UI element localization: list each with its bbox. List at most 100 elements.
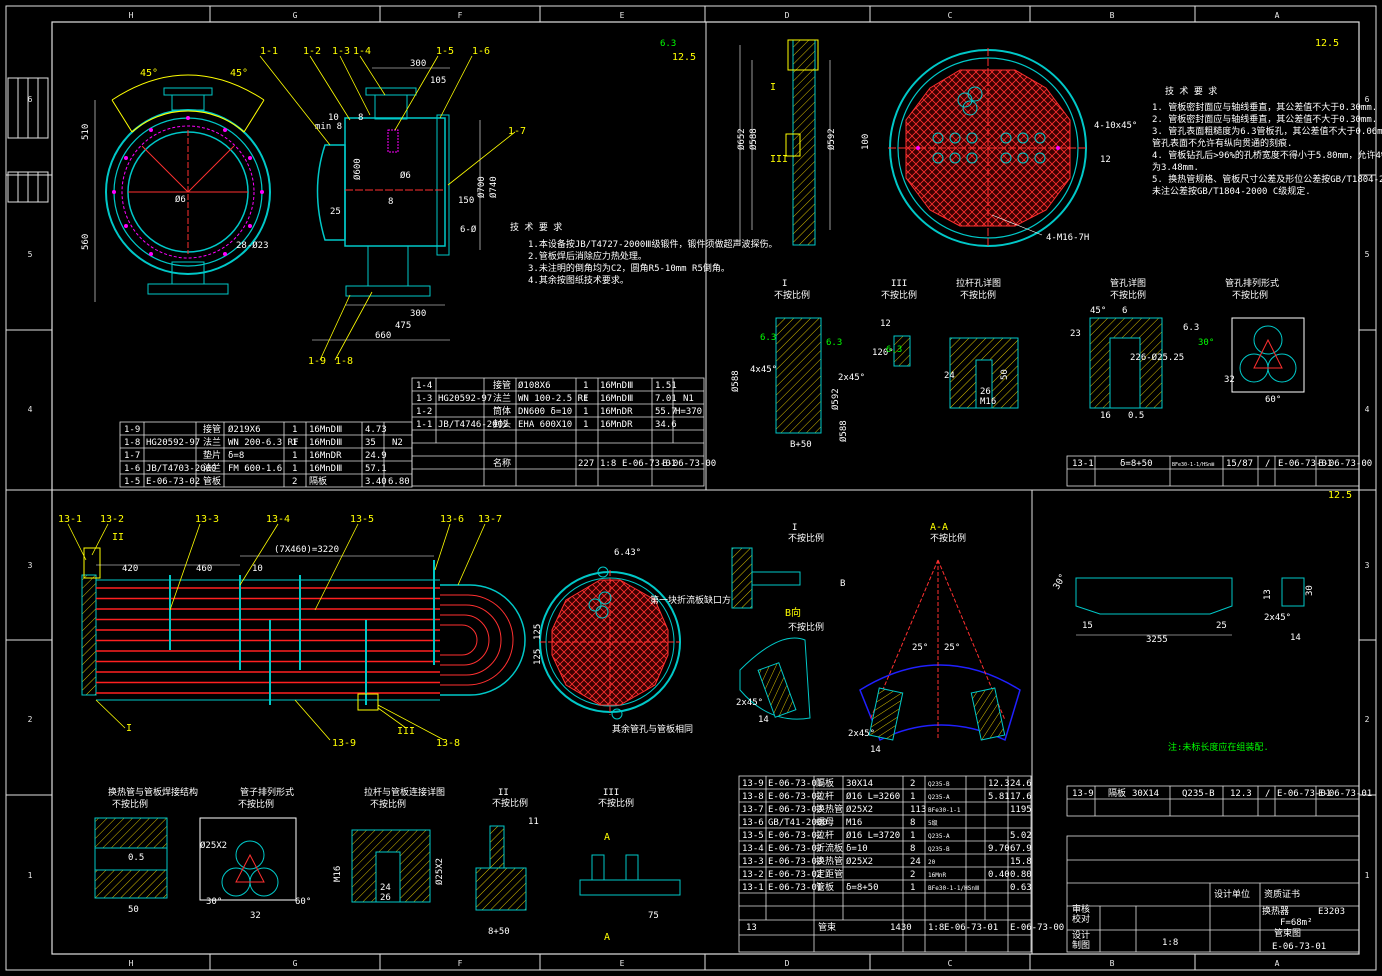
tech-notes-right: 技 术 要 求 1. 管板密封面应与轴线垂直，其公差值不大于0.30mm. 2.…: [1152, 38, 1382, 197]
svg-text:不按比例: 不按比例: [370, 798, 406, 810]
svg-text:Ø592: Ø592: [830, 388, 841, 410]
bom-cell: 13-7: [742, 805, 764, 815]
svg-text:4x45°: 4x45°: [750, 365, 777, 375]
bom-cell: 拉杆: [816, 829, 834, 841]
callout-1-9: 1-9: [308, 356, 326, 367]
svg-text:57.1: 57.1: [365, 464, 387, 474]
svg-text:校对: 校对: [1072, 913, 1090, 925]
svg-text:8: 8: [388, 197, 393, 207]
bom-cell: 20: [928, 859, 936, 866]
bom-cell: E-06-73-02: [768, 870, 822, 880]
svg-text:不按比例: 不按比例: [492, 797, 528, 809]
svg-text:24: 24: [380, 883, 391, 893]
svg-text:100: 100: [861, 134, 871, 150]
svg-text:I: I: [770, 82, 776, 93]
svg-text:1-4: 1-4: [416, 381, 432, 391]
svg-text:N1: N1: [683, 394, 694, 404]
svg-text:1: 1: [583, 381, 588, 391]
svg-text:12: 12: [880, 319, 891, 329]
svg-text:E3203: E3203: [1318, 907, 1345, 917]
col-label: C: [948, 959, 953, 968]
svg-text:2: 2: [28, 715, 33, 724]
svg-text:垫片: 垫片: [203, 449, 221, 461]
svg-text:12: 12: [1100, 155, 1111, 165]
svg-text:13-5: 13-5: [350, 514, 374, 525]
svg-text:1-6: 1-6: [124, 464, 140, 474]
svg-text:1: 1: [583, 407, 588, 417]
svg-text:2x45°: 2x45°: [736, 698, 763, 708]
svg-text:III: III: [397, 726, 415, 737]
svg-text:B+50: B+50: [790, 440, 812, 450]
col-label: A: [1275, 959, 1280, 968]
spacer-detail: 30° 15 3255 25 13 2x45° 14 30 12.5 注:未标长…: [1052, 490, 1352, 753]
bom-cell: 管板: [816, 881, 834, 893]
bom-cell: BFe30-1-1/HSnⅢ: [928, 885, 979, 892]
svg-text:HG20592-97: HG20592-97: [438, 394, 492, 404]
col-label: B: [1110, 959, 1115, 968]
svg-text:2x45°: 2x45°: [1264, 613, 1291, 623]
svg-text:13: 13: [746, 923, 757, 933]
bom-cell: 0.40: [988, 870, 1010, 880]
svg-text:25°: 25°: [912, 643, 928, 653]
bom-cell: 5级: [928, 819, 938, 827]
svg-text:管子排列形式: 管子排列形式: [240, 786, 294, 798]
callout-1-8: 1-8: [335, 356, 353, 367]
bom-cell: Q235-B: [928, 846, 950, 853]
svg-text:5: 5: [28, 250, 33, 259]
svg-text:Ø219X6: Ø219X6: [228, 424, 261, 435]
col-label: G: [293, 959, 298, 968]
svg-text:510: 510: [81, 124, 91, 140]
bom-cell: 13-1: [742, 883, 764, 893]
svg-text:WN 100-2.5 RF: WN 100-2.5 RF: [518, 394, 588, 404]
svg-text:24: 24: [944, 371, 955, 381]
bom-cell: 113: [910, 805, 926, 815]
bom-cell: 13-9: [742, 779, 764, 789]
svg-text:I: I: [126, 723, 132, 734]
bom-cell: Q235-A: [928, 794, 950, 801]
svg-text:13-9: 13-9: [1072, 789, 1094, 799]
svg-text:管孔表面不允许有纵向贯通的刻痕.: 管孔表面不允许有纵向贯通的刻痕.: [1152, 137, 1292, 149]
svg-text:120°: 120°: [872, 348, 894, 358]
svg-text:4-10x45°: 4-10x45°: [1094, 121, 1137, 131]
svg-text:25°: 25°: [944, 643, 960, 653]
svg-text:14: 14: [870, 745, 881, 755]
svg-text:接管: 接管: [203, 423, 221, 435]
svg-text:不按比例: 不按比例: [960, 289, 996, 301]
svg-text:13-7: 13-7: [478, 514, 502, 525]
callout-1-2: 1-2: [303, 46, 321, 57]
svg-text:6.3: 6.3: [1183, 323, 1199, 333]
svg-text:6.80: 6.80: [388, 477, 410, 487]
svg-text:16MnDⅢ: 16MnDⅢ: [309, 464, 342, 474]
svg-text:Ø25X2: Ø25X2: [434, 858, 445, 885]
svg-text:1-7: 1-7: [124, 451, 140, 461]
svg-text:E-06-73-01: E-06-73-01: [1272, 942, 1326, 952]
bom-cell: 24.6: [1010, 779, 1032, 789]
svg-text:E-06-73-01: E-06-73-01: [944, 923, 998, 933]
svg-text:/: /: [1265, 789, 1270, 799]
svg-text:WN 200-6.3 RF: WN 200-6.3 RF: [228, 438, 298, 448]
svg-text:不按比例: 不按比例: [1232, 289, 1268, 301]
svg-text:16MnDR: 16MnDR: [309, 451, 342, 461]
svg-text:隔板: 隔板: [1108, 787, 1126, 799]
svg-text:3. 管孔表面粗糙度为6.3管板孔，其公差值不大于0.06m: 3. 管孔表面粗糙度为6.3管板孔，其公差值不大于0.06mm.: [1152, 125, 1382, 137]
svg-text:3: 3: [28, 561, 33, 570]
bom-cell: Ø25X2: [846, 804, 873, 815]
bom-cell: 0.63: [1010, 883, 1032, 893]
svg-text:FM 600-1.6: FM 600-1.6: [228, 464, 282, 474]
bom-cell: 隔板: [816, 777, 834, 789]
svg-text:13-4: 13-4: [266, 514, 290, 525]
svg-text:25: 25: [1216, 621, 1227, 631]
svg-text:设计单位: 设计单位: [1214, 888, 1250, 900]
bom-cell: 67.9: [1010, 844, 1032, 854]
tubesheet-side-view: Ø652 Ø588 Ø592 I III: [736, 39, 837, 246]
svg-text:3255: 3255: [1146, 635, 1168, 645]
svg-text:资质证书: 资质证书: [1264, 888, 1300, 900]
bom-cell: Ø16 L=3720: [846, 830, 900, 841]
bom-cell: E-06-73-01: [768, 883, 822, 893]
svg-text:Ø740: Ø740: [488, 176, 499, 198]
svg-text:1: 1: [1365, 871, 1370, 880]
svg-text:HG20592-97: HG20592-97: [146, 438, 200, 448]
svg-text:名称: 名称: [493, 457, 511, 469]
